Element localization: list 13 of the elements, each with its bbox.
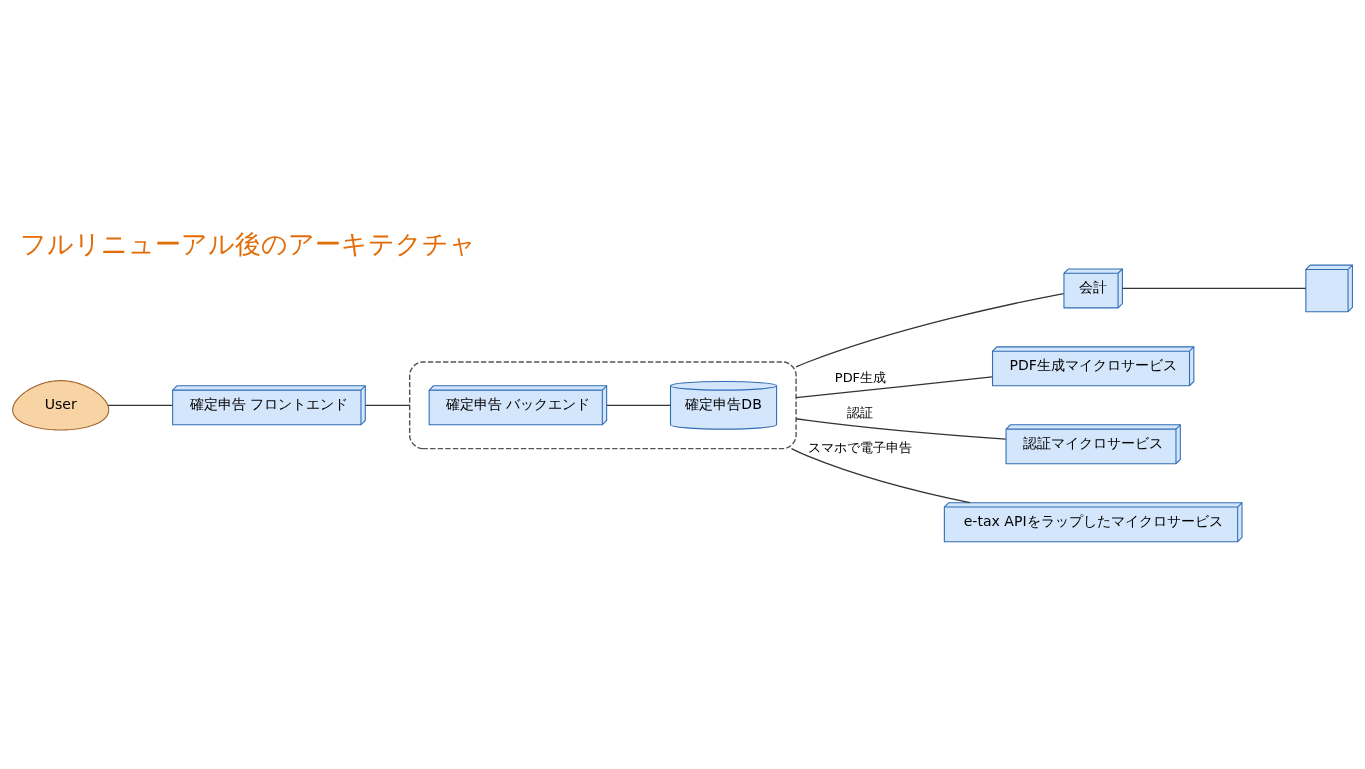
connector	[107, 404, 174, 406]
connector	[606, 404, 672, 406]
connector	[1121, 287, 1307, 289]
edge-label: PDF生成	[834, 369, 887, 385]
connector	[364, 404, 411, 406]
connector	[790, 447, 971, 503]
edge-label: スマホで電子申告	[808, 439, 913, 455]
connector	[795, 375, 993, 398]
edge-label: 認証	[847, 404, 874, 420]
connector	[795, 292, 1065, 368]
cluster	[408, 360, 797, 449]
connector	[795, 417, 1007, 440]
diagram-title: フルリニューアル後のアーキテクチャ	[20, 228, 477, 259]
